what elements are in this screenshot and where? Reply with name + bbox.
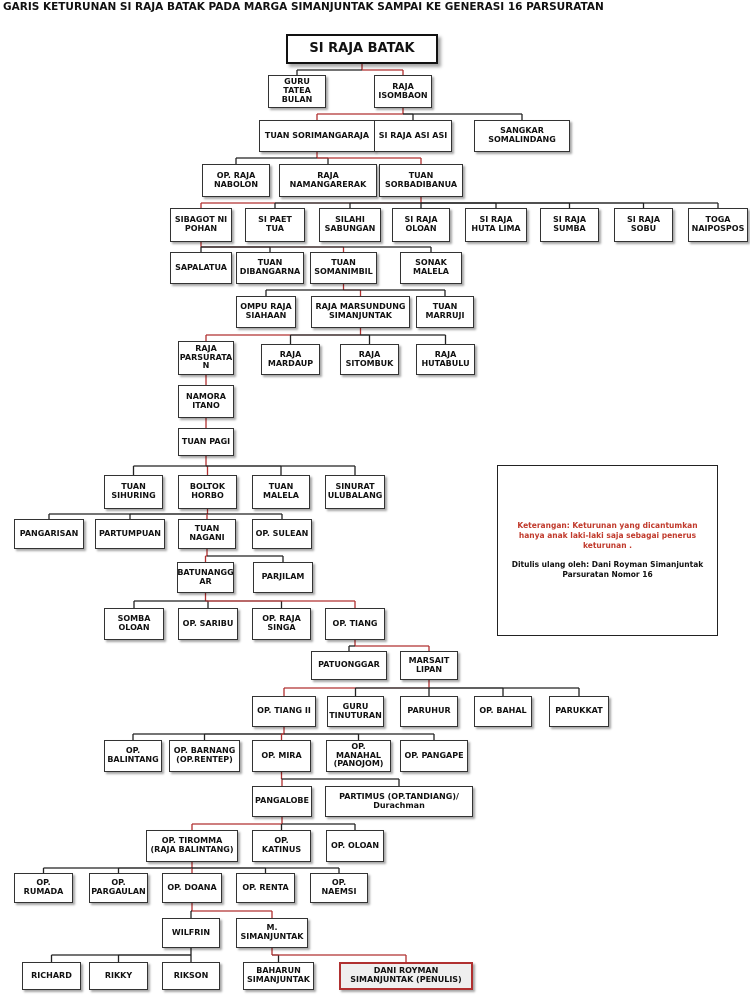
person-node-pangarisan: PANGARISAN [14, 519, 84, 549]
person-node-wilfrin: WILFRIN [162, 918, 220, 948]
person-node-dani-royman: DANI ROYMAN SIMANJUNTAK (PENULIS) [339, 962, 473, 990]
person-node-sonak-malela: SONAK MALELA [400, 252, 462, 284]
person-node-op-balintang: OP. BALINTANG [104, 740, 162, 772]
person-node-guru-tatea-bulan: GURU TATEA BULAN [268, 75, 326, 108]
person-node-raja-hutabulu: RAJA HUTABULU [416, 344, 475, 375]
person-node-rikky: RIKKY [89, 962, 148, 990]
person-node-op-rumada: OP. RUMADA [14, 873, 73, 903]
person-node-si-raja-oloan: SI RAJA OLOAN [392, 208, 450, 242]
person-node-tuan-sorbadibanua: TUAN SORBADIBANUA [379, 164, 463, 197]
person-node-raja-sitombuk: RAJA SITOMBUK [340, 344, 399, 375]
person-node-patuonggar: PATUONGGAR [311, 651, 387, 680]
person-node-tuan-sihuring: TUAN SIHURING [104, 475, 163, 509]
person-node-tuan-marruji: TUAN MARRUJI [416, 296, 474, 328]
person-node-rikson: RIKSON [162, 962, 220, 990]
person-node-boltok-horbo: BOLTOK HORBO [178, 475, 237, 509]
person-node-op-saribu: OP. SARIBU [178, 608, 238, 640]
person-node-op-oloan: OP. OLOAN [326, 830, 384, 862]
person-node-op-tiang: OP. TIANG [325, 608, 385, 640]
person-node-ompu-raja-siahaan: OMPU RAJA SIAHAAN [236, 296, 296, 328]
person-node-raja-namangarerak: RAJA NAMANGARERAK [279, 164, 377, 197]
person-node-raja-isombaon: RAJA ISOMBAON [374, 75, 432, 108]
person-node-parukkat: PARUKKAT [549, 696, 609, 727]
person-node-si-raja-batak: SI RAJA BATAK [286, 34, 438, 64]
person-node-toga-naipospos: TOGA NAIPOSPOS [688, 208, 748, 242]
person-node-si-paet-tua: SI PAET TUA [245, 208, 305, 242]
person-node-op-tiromma: OP. TIROMMA (RAJA BALINTANG) [146, 830, 238, 862]
person-node-sibagot-ni-pohan: SIBAGOT NI POHAN [170, 208, 232, 242]
note-author: Ditulis ulang oleh: Dani Royman Simanjun… [504, 560, 711, 580]
person-node-sapalatua: SAPALATUA [170, 252, 232, 284]
person-node-richard: RICHARD [22, 962, 81, 990]
person-node-sangkar-somalindang: SANGKAR SOMALINDANG [474, 120, 570, 152]
person-node-op-pargaulan: OP. PARGAULAN [89, 873, 148, 903]
person-node-pangalobe: PANGALOBE [252, 786, 312, 817]
person-node-op-mira: OP. MIRA [252, 740, 311, 772]
person-node-silahi-sabungan: SILAHI SABUNGAN [319, 208, 381, 242]
person-node-tuan-pagi: TUAN PAGI [178, 428, 234, 456]
person-node-tuan-dibangarna: TUAN DIBANGARNA [236, 252, 304, 284]
person-node-op-renta: OP. RENTA [236, 873, 295, 903]
note-box: Keterangan: Keturunan yang dicantumkan h… [497, 465, 718, 636]
person-node-op-sulean: OP. SULEAN [252, 519, 312, 549]
person-node-op-raja-nabolon: OP. RAJA NABOLON [202, 164, 270, 197]
person-node-namora-itano: NAMORA ITANO [178, 385, 234, 418]
person-node-baharun-simanjuntak: BAHARUN SIMANJUNTAK [243, 962, 314, 990]
person-node-si-raja-sobu: SI RAJA SOBU [614, 208, 673, 242]
person-node-partimus: PARTIMUS (OP.TANDIANG)/ Durachman [325, 786, 473, 817]
note-author-line: Ditulis ulang oleh: Dani Royman Simanjun… [511, 559, 704, 569]
person-node-op-manahal: OP. MANAHAL (PANOJOM) [326, 740, 391, 772]
person-node-tuan-somanimbil: TUAN SOMANIMBIL [310, 252, 377, 284]
person-node-tuan-nagani: TUAN NAGANI [178, 519, 236, 549]
person-node-somba-oloan: SOMBA OLOAN [104, 608, 164, 640]
person-node-sinurat-ulubalang: SINURAT ULUBALANG [325, 475, 385, 509]
person-node-op-barnang: OP. BARNANG (OP.RENTEP) [169, 740, 240, 772]
person-node-op-raja-singa: OP. RAJA SINGA [252, 608, 311, 640]
person-node-batunanggar: BATUNANGG AR [177, 562, 234, 593]
person-node-guru-tinuturan: GURU TINUTURAN [327, 696, 384, 727]
person-node-tuan-sorimangaraja: TUAN SORIMANGARAJA [259, 120, 375, 152]
person-node-partumpuan: PARTUMPUAN [95, 519, 165, 549]
person-node-op-naemsi: OP. NAEMSI [310, 873, 368, 903]
person-node-si-raja-huta-lima: SI RAJA HUTA LIMA [465, 208, 527, 242]
person-node-op-tiang-ii: OP. TIANG II [252, 696, 316, 727]
person-node-op-pangape: OP. PANGAPE [400, 740, 468, 772]
person-node-op-katinus: OP. KATINUS [252, 830, 311, 862]
person-node-si-raja-asi-asi: SI RAJA ASI ASI [374, 120, 452, 152]
person-node-raja-parsuratan: RAJA PARSURATA N [178, 341, 234, 375]
person-node-si-raja-sumba: SI RAJA SUMBA [540, 208, 599, 242]
person-node-tuan-malela: TUAN MALELA [252, 475, 310, 509]
person-node-parjilam: PARJILAM [253, 562, 313, 593]
person-node-raja-marsundung: RAJA MARSUNDUNG SIMANJUNTAK [311, 296, 410, 328]
person-node-op-doana: OP. DOANA [162, 873, 222, 903]
person-node-raja-mardaup: RAJA MARDAUP [261, 344, 320, 375]
page-title: GARIS KETURUNAN SI RAJA BATAK PADA MARGA… [3, 1, 604, 13]
note-number-line: Parsuratan Nomor 16 [562, 569, 653, 579]
person-node-marsait-lipan: MARSAIT LIPAN [400, 651, 458, 680]
person-node-op-bahal: OP. BAHAL [474, 696, 532, 727]
person-node-m-simanjuntak: M. SIMANJUNTAK [236, 918, 308, 948]
person-node-paruhur: PARUHUR [400, 696, 458, 727]
note-description: Keterangan: Keturunan yang dicantumkan h… [517, 521, 698, 551]
